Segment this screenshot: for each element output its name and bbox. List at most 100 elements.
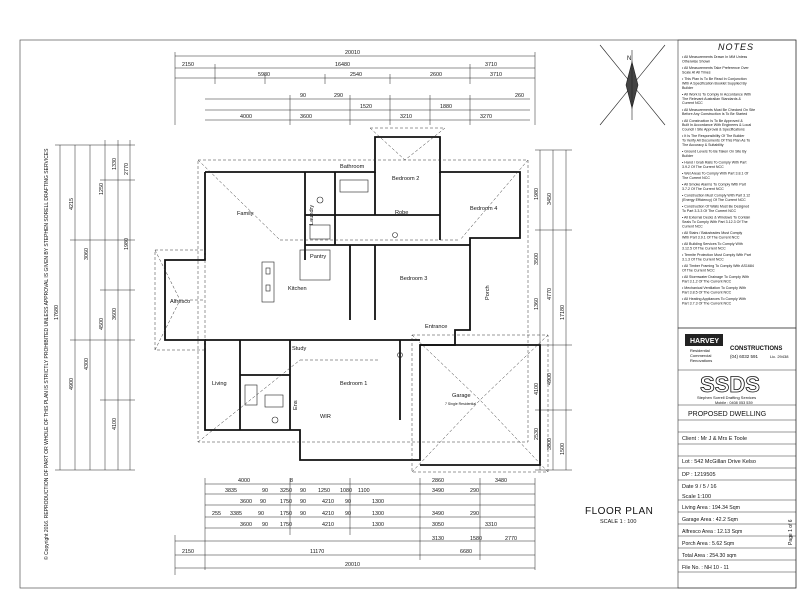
dim-right: 2530 <box>534 428 540 440</box>
dim-left: 1330 <box>112 158 118 170</box>
dim-top: 90 <box>300 93 306 99</box>
plan-scale: SCALE 1 : 100 <box>600 519 636 525</box>
dim-bottom: 90 <box>345 499 351 505</box>
drafting-mobile: Mobile : 0408 053 539 <box>715 401 753 405</box>
note-item: • Construction Must Comply With Part 3.1… <box>682 194 750 202</box>
date-line: Date 9 / 5 / 16 <box>682 484 717 490</box>
dim-top: 3710 <box>485 62 497 68</box>
dim-left: 4215 <box>69 198 75 210</box>
dim-bottom: 2770 <box>505 536 517 542</box>
room-alfresco: Alfresco <box>170 299 190 305</box>
top-dimension-labels: 20010 2150 16480 3710 5980 2540 2600 371… <box>182 50 524 120</box>
note-item: • All Timber Framing To Comply With AS16… <box>682 264 754 272</box>
dim-left: 3060 <box>84 248 90 260</box>
builder-sub3: Renovations <box>690 358 712 363</box>
note-item: • All External Decks & Windows To Contai… <box>682 216 750 229</box>
living-area: Living Area : 194.34 Sqm <box>682 505 740 511</box>
total-area: Total Area : 254.30 sqm <box>682 553 737 559</box>
dim-top: 1880 <box>440 104 452 110</box>
dim-bottom: 90 <box>300 511 306 517</box>
dim-bottom: 3385 <box>230 511 242 517</box>
dim-right: 3800 <box>547 438 553 450</box>
room-ens: Ens <box>293 400 299 410</box>
dim-bottom: 1250 <box>318 488 330 494</box>
builder-tag: CONSTRUCTIONS <box>730 346 782 352</box>
dim-bottom: 4210 <box>322 511 334 517</box>
dim-right: 17180 <box>560 305 566 320</box>
dim-left: 1980 <box>124 238 130 250</box>
room-bathroom: Bathroom <box>340 164 365 170</box>
dim-right: 3500 <box>534 253 540 265</box>
dim-bottom: 6680 <box>460 549 472 555</box>
dim-left: 4500 <box>99 318 105 330</box>
fixtures <box>244 179 403 424</box>
note-item: • Wet Areas To Comply With Part 3.8.1 Of… <box>682 172 748 180</box>
building-walls <box>164 136 541 466</box>
dim-right: 3450 <box>547 193 553 205</box>
dim-bottom: 1080 <box>340 488 352 494</box>
dim-bottom: 3490 <box>432 511 444 517</box>
dim-left: 4900 <box>69 378 75 390</box>
builder-sub2: Commercial <box>690 353 711 358</box>
dim-left: 2770 <box>124 163 130 175</box>
garage-area: Garage Area : 42.2 Sqm <box>682 517 738 523</box>
note-item: • All Work Is To Comply In Accordance Wi… <box>682 92 751 105</box>
dim-overall-bottom: 20010 <box>345 562 360 568</box>
dim-bottom: 3130 <box>432 536 444 542</box>
dim-left: 4100 <box>112 418 118 430</box>
dim-top: 4000 <box>240 114 252 120</box>
room-study: Study <box>292 346 307 352</box>
room-bedroom3: Bedroom 3 <box>400 276 427 282</box>
dim-bottom: 290 <box>470 488 479 494</box>
note-item: • Construction Of Walls Must Be Designed… <box>682 205 749 213</box>
dim-bottom: 1300 <box>372 511 384 517</box>
room-bedroom2: Bedroom 2 <box>392 176 419 182</box>
right-dimensions <box>535 149 572 471</box>
dim-top: 3710 <box>490 72 502 78</box>
dim-left: 4300 <box>84 358 90 370</box>
dim-right: 1500 <box>560 443 566 455</box>
dim-left: 1250 <box>99 183 105 195</box>
dim-bottom: 3490 <box>432 488 444 494</box>
room-pantry: Pantry <box>310 254 326 260</box>
notes-title: NOTES <box>718 42 754 52</box>
dim-bottom: 3835 <box>225 488 237 494</box>
dim-bottom: 90 <box>300 488 306 494</box>
dim-top: 3600 <box>300 114 312 120</box>
copyright-text: © Copyright 2016. REPRODUCTION OF PART O… <box>43 148 50 560</box>
room-robe: Robe <box>395 210 408 216</box>
dim-bottom: 90 <box>300 499 306 505</box>
dim-right: 1360 <box>534 298 540 310</box>
porch-area: Porch Area : 5.62 Sqm <box>682 541 734 547</box>
dim-bottom: 4210 <box>322 499 334 505</box>
builder-license: Lic. 29438 <box>770 354 789 359</box>
dim-bottom: 1300 <box>372 499 384 505</box>
dim-bottom: 3480 <box>495 478 507 484</box>
note-item: • All Construction Is To Be Approved &Bu… <box>682 119 751 132</box>
builder-name: HARVEY <box>690 338 719 345</box>
title-block <box>677 327 797 589</box>
note-item: • Termite Protection Must Comply With Pa… <box>682 253 751 261</box>
room-wir: WIR <box>320 414 331 420</box>
room-bedroom4: Bedroom 4 <box>470 206 497 212</box>
dim-left: 17680 <box>54 305 60 320</box>
dim-overall-top: 20010 <box>345 50 360 56</box>
room-family: Family <box>237 211 254 217</box>
dim-bottom: 90 <box>258 511 264 517</box>
dim-top: 16480 <box>335 62 350 68</box>
plan-title: FLOOR PLAN <box>585 506 653 517</box>
dim-bottom: 1300 <box>372 522 384 528</box>
builder-logo <box>685 334 723 346</box>
note-item: • This Plan Is To Be Read In Conjunction… <box>682 77 747 90</box>
dim-bottom: 3600 <box>240 499 252 505</box>
builder-sub1: Residential <box>690 348 710 353</box>
